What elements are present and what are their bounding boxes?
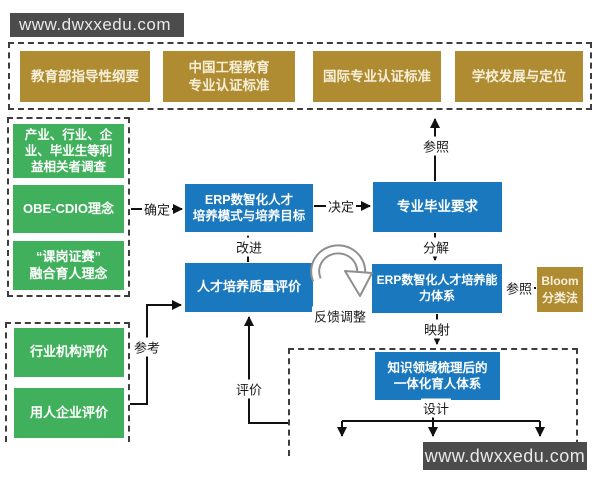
edge-label-feedback: 反馈调整: [311, 306, 369, 326]
watermark-text: www.dwxxedu.com: [19, 15, 172, 34]
edge-label-improve: 改进: [233, 237, 265, 257]
node-industry-org-eval: 行业机构评价: [14, 328, 124, 377]
external-eval-group-frame: [5, 322, 130, 442]
edge-label-evaluate: 评价: [233, 379, 265, 399]
node-china-engineering-accreditation: 中国工程教育 专业认证标准: [163, 51, 295, 102]
edge-label-map: 映射: [421, 319, 453, 339]
edge-label-consult: 参考: [131, 337, 163, 357]
node-bloom-taxonomy: Bloom 分类法: [537, 267, 583, 312]
watermark-top-left: www.dwxxedu.com: [10, 13, 184, 37]
knowledge-system-group-frame: [288, 348, 578, 456]
node-course-post-cert-competition: “课岗证赛” 融合育人理念: [13, 241, 124, 290]
edge-label-refer-top: 参照: [420, 136, 452, 156]
watermark-text: www.dwxxedu.com: [424, 445, 586, 466]
node-knowledge-domain-system: 知识领域梳理后的 一体化育人体系: [375, 352, 500, 400]
inputs-group-frame: [7, 117, 130, 297]
node-label: 中国工程教育 专业认证标准: [188, 59, 270, 93]
edge-label-determine: 确定: [141, 199, 173, 219]
edge-label-refer-bloom: 参照: [503, 278, 535, 298]
node-label: “课岗证赛” 融合育人理念: [29, 248, 108, 281]
node-label: 人才培养质量评价: [196, 279, 301, 295]
node-label: 国际专业认证标准: [323, 68, 431, 84]
node-graduation-requirements: 专业毕业要求: [373, 182, 502, 232]
edge-label-decide: 决定: [325, 196, 357, 216]
node-training-mode-goal: ERP数智化人才 培养模式与培养目标: [185, 184, 313, 232]
node-label: 教育部指导性纲要: [31, 68, 139, 84]
feedback-loop-icon: [310, 244, 373, 297]
node-employer-eval: 用人企业评价: [14, 388, 124, 438]
node-label: 产业、行业、企 业、毕业生等利 益相关者调查: [24, 127, 113, 175]
node-label: 专业毕业要求: [397, 199, 478, 215]
node-ability-system: ERP数智化人才培养能 力体系: [372, 264, 502, 313]
node-label: 学校发展与定位: [471, 68, 567, 84]
edge-label-decompose: 分解: [420, 237, 452, 257]
edge-label-design: 设计: [420, 398, 452, 418]
watermark-bottom-right: www.dwxxedu.com: [423, 442, 587, 470]
node-label: 用人企业评价: [29, 404, 108, 420]
node-label: OBE-CDIO理念: [22, 200, 114, 216]
node-label: Bloom 分类法: [541, 273, 579, 305]
node-label: ERP数智化人才 培养模式与培养目标: [192, 192, 306, 223]
node-label: 知识领域梳理后的 一体化育人体系: [387, 360, 488, 391]
arrow-evaluate: [244, 316, 288, 424]
node-obe-cdio: OBE-CDIO理念: [13, 185, 124, 233]
node-international-accreditation: 国际专业认证标准: [313, 51, 441, 102]
node-label: ERP数智化人才培养能 力体系: [376, 272, 498, 303]
standards-group-frame: [8, 42, 592, 110]
node-quality-evaluation: 人才培养质量评价: [185, 263, 313, 312]
node-label: 行业机构评价: [29, 344, 108, 360]
node-ministry-guideline: 教育部指导性纲要: [20, 51, 150, 102]
node-school-development-position: 学校发展与定位: [455, 51, 583, 102]
node-stakeholder-survey: 产业、行业、企 业、毕业生等利 益相关者调查: [13, 124, 124, 178]
